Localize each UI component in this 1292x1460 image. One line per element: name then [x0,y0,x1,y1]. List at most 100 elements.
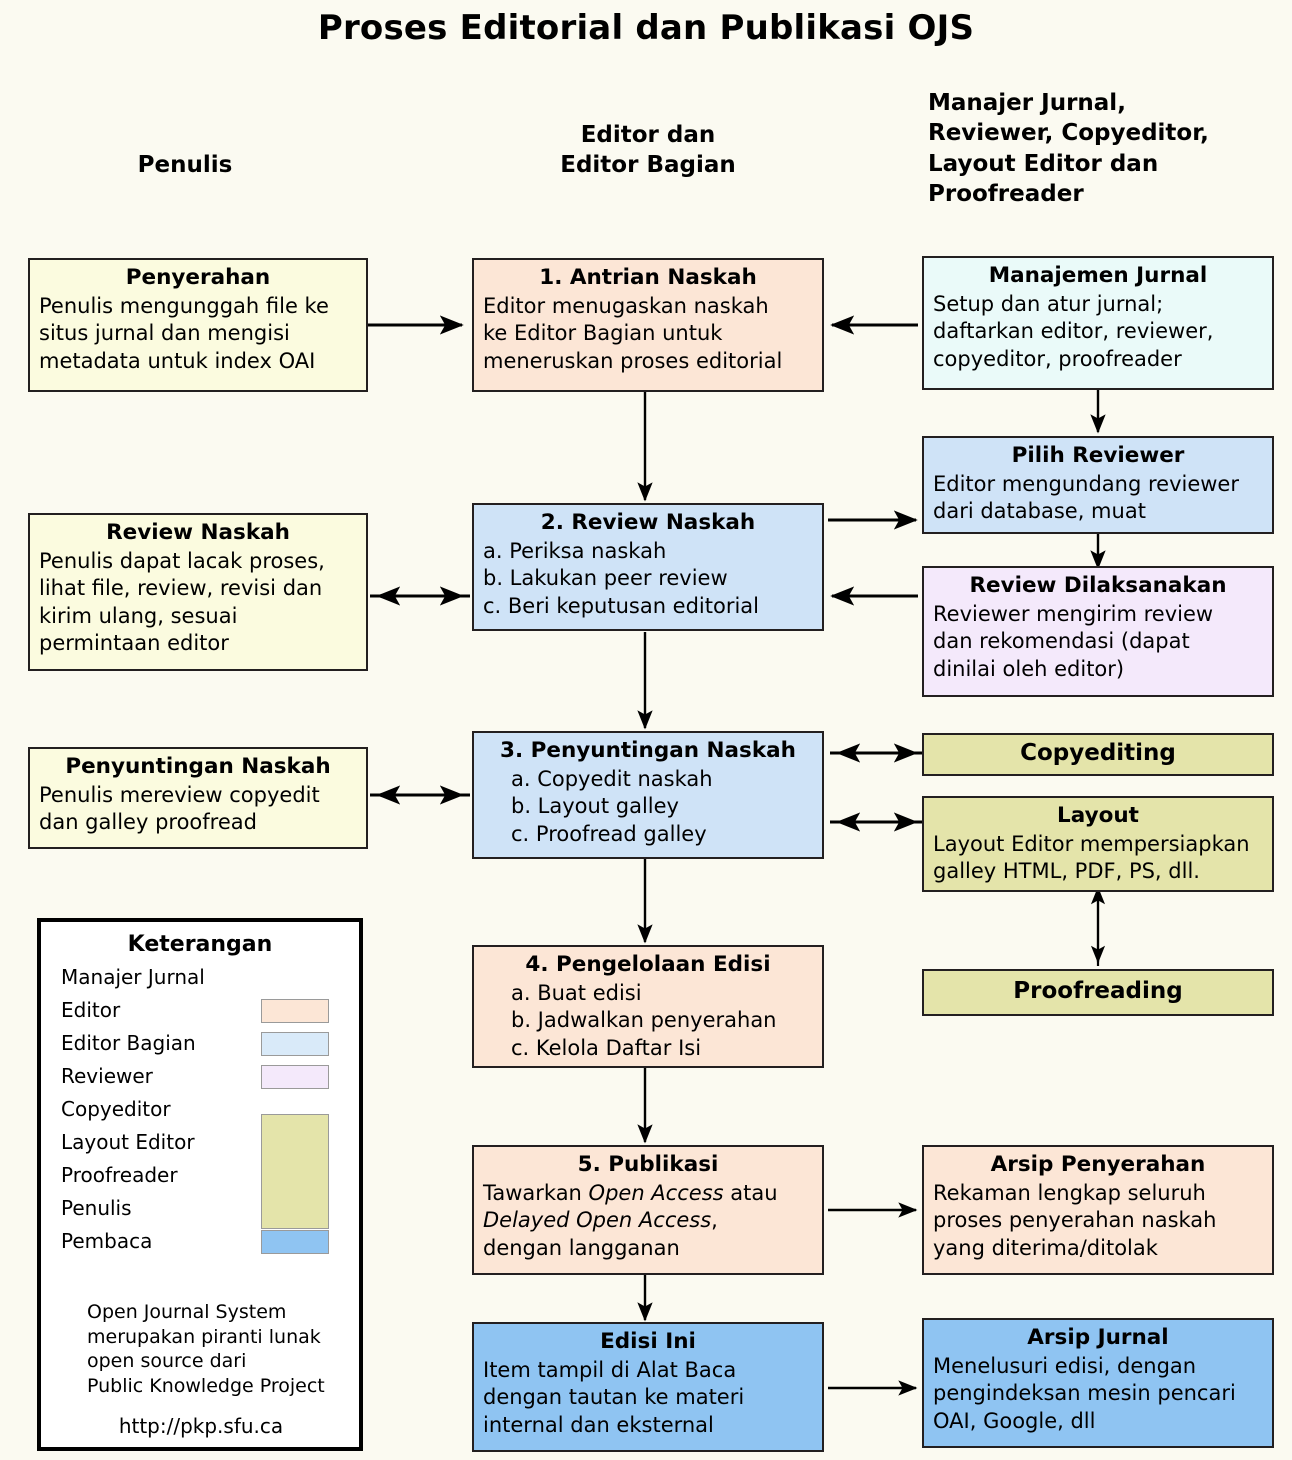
box-penyuntingan-naskah-penulis-line-1: Penulis mereview copyedit [39,782,320,807]
box-edisi-ini[interactable]: Edisi Ini Item tampil di Alat Baca denga… [472,1322,824,1452]
box-publikasi-title: 5. Publikasi [577,1152,719,1177]
box-penyerahan-line-1: Penulis mengunggah file ke [39,293,329,318]
legend-note: Open Journal System merupakan piranti lu… [87,1300,357,1399]
box-arsip-penyerahan[interactable]: Arsip Penyerahan Rekaman lengkap seluruh… [922,1145,1274,1275]
box-pilih-reviewer[interactable]: Pilih Reviewer Editor mengundang reviewe… [922,436,1274,534]
box-manajemen-jurnal-line-3: copyeditor, proofreader [933,346,1182,371]
legend-title: Keterangan [127,932,273,957]
box-review-dilaksanakan-line-3: dinilai oleh editor) [933,656,1125,681]
box-penyerahan-line-2: situs jurnal dan mengisi [39,321,290,346]
box-arsip-penyerahan-line-2: proses penyerahan naskah [933,1208,1217,1233]
box-arsip-penyerahan-line-1: Rekaman lengkap seluruh [933,1180,1206,1205]
legend-label-reviewer: Reviewer [61,1064,153,1088]
box-arsip-jurnal-line-2: pengindeksan mesin pencari [933,1381,1236,1406]
box-penyuntingan-naskah-line-1: a. Copyedit naskah [511,766,713,791]
box-antrian-naskah-line-2: ke Editor Bagian untuk [483,321,723,346]
legend-label-layout-editor: Layout Editor [61,1130,195,1154]
box-copyediting[interactable]: Copyediting [922,733,1274,776]
legend-note-line-2: merupakan piranti lunak [87,1325,321,1348]
box-copyediting-title: Copyediting [1020,739,1176,766]
box-review-dilaksanakan-title: Review Dilaksanakan [969,573,1227,598]
box-review-naskah-line-2: b. Lakukan peer review [483,566,728,591]
legend-label-copyeditor: Copyeditor [61,1097,171,1121]
legend-item-layout-editor: Layout Editor [41,1126,359,1159]
box-layout-title: Layout [1057,803,1139,828]
box-antrian-naskah-line-1: Editor menugaskan naskah [483,293,769,318]
box-review-naskah-title: 2. Review Naskah [540,510,756,535]
box-penyuntingan-naskah-line-2: b. Layout galley [511,794,679,819]
box-penyuntingan-naskah-penulis-title: Penyuntingan Naskah [65,754,331,779]
box-proofreading[interactable]: Proofreading [922,969,1274,1016]
legend-swatch-pembaca [261,1230,329,1254]
column-header-editor-line2: Editor Bagian [560,152,736,179]
legend-item-proofreader: Proofreader [41,1159,359,1192]
box-review-naskah-penulis-line-1: Penulis dapat lacak proses, [39,548,325,573]
column-header-manager-line1: Manajer Jurnal, [928,90,1126,116]
box-pilih-reviewer-line-1: Editor mengundang reviewer [933,471,1239,496]
box-layout-line-2: galley HTML, PDF, PS, dll. [933,859,1200,884]
box-review-naskah-line-1: a. Periksa naskah [483,538,667,563]
legend-label-manajer-jurnal: Manajer Jurnal [61,965,205,989]
box-manajemen-jurnal-line-1: Setup dan atur jurnal; [933,291,1164,316]
box-manajemen-jurnal-title: Manajemen Jurnal [988,263,1208,288]
page-title: Proses Editorial dan Publikasi OJS [317,8,975,48]
column-header-manager-line4: Proofreader [928,181,1084,208]
box-arsip-jurnal-line-3: OAI, Google, dll [933,1408,1096,1433]
legend-item-manajer-jurnal: Manajer Jurnal [41,961,359,994]
box-penyerahan[interactable]: Penyerahan Penulis mengunggah file ke si… [28,258,368,392]
box-review-naskah-penulis-line-4: permintaan editor [39,630,229,655]
box-publikasi-line-1: Tawarkan Open Access atau [483,1180,813,1207]
box-pengelolaan-edisi-line-2: b. Jadwalkan penyerahan [511,1008,777,1033]
box-proofreading-title: Proofreading [1013,977,1183,1004]
box-review-naskah-penulis[interactable]: Review Naskah Penulis dapat lacak proses… [28,513,368,671]
legend-label-pembaca: Pembaca [61,1229,153,1253]
legend-item-editor: Editor [41,994,359,1027]
legend-item-pembaca: Pembaca [41,1225,359,1258]
legend-panel: Keterangan Manajer Jurnal Editor Editor … [37,918,363,1451]
box-publikasi-open-access: Open Access [588,1180,724,1205]
legend-swatch-reviewer [261,1065,329,1089]
legend-note-line-4: Public Knowledge Project [87,1375,325,1398]
box-edisi-ini-line-2: dengan tautan ke materi [483,1385,745,1410]
legend-item-reviewer: Reviewer [41,1060,359,1093]
box-edisi-ini-line-3: internal dan eksternal [483,1412,714,1437]
box-review-naskah-penulis-line-3: kirim ulang, sesuai [39,603,238,628]
box-penyuntingan-naskah-title: 3. Penyuntingan Naskah [500,738,796,763]
box-arsip-penyerahan-line-3: yang diterima/ditolak [933,1235,1158,1260]
legend-label-editor: Editor [61,998,121,1022]
column-header-author: Penulis [60,150,310,180]
column-header-editor-line1: Editor dan [580,122,716,148]
legend-label-editor-bagian: Editor Bagian [61,1031,196,1055]
box-publikasi-line-1b: atau [723,1180,778,1205]
legend-url[interactable]: http://pkp.sfu.ca [118,1414,284,1438]
legend-label-proofreader: Proofreader [61,1163,178,1187]
box-review-dilaksanakan[interactable]: Review Dilaksanakan Reviewer mengirim re… [922,566,1274,697]
box-pengelolaan-edisi-title: 4. Pengelolaan Edisi [525,952,771,977]
box-publikasi-line-3: dengan langganan [483,1235,680,1260]
box-penyuntingan-naskah-penulis[interactable]: Penyuntingan Naskah Penulis mereview cop… [28,747,368,849]
box-antrian-naskah-line-3: meneruskan proses editorial [483,348,783,373]
box-penyerahan-line-3: metadata untuk index OAI [39,348,316,373]
box-publikasi-line-2: Delayed Open Access, [483,1207,813,1234]
box-review-dilaksanakan-line-1: Reviewer mengirim review [933,601,1214,626]
box-antrian-naskah-title: 1. Antrian Naskah [539,265,757,290]
legend-swatch-editor-bagian [261,1032,329,1056]
box-layout[interactable]: Layout Layout Editor mempersiapkan galle… [922,796,1274,892]
box-arsip-jurnal-line-1: Menelusuri edisi, dengan [933,1353,1197,1378]
box-publikasi[interactable]: 5. Publikasi Tawarkan Open Access atau D… [472,1145,824,1275]
legend-swatch-copyeditor-group [261,1114,329,1229]
box-arsip-jurnal[interactable]: Arsip Jurnal Menelusuri edisi, dengan pe… [922,1318,1274,1448]
box-penyuntingan-naskah[interactable]: 3. Penyuntingan Naskah a. Copyedit naska… [472,731,824,859]
box-review-naskah[interactable]: 2. Review Naskah a. Periksa naskah b. La… [472,503,824,631]
box-penyuntingan-naskah-line-3: c. Proofread galley [511,821,707,846]
box-arsip-penyerahan-title: Arsip Penyerahan [990,1152,1206,1177]
box-arsip-jurnal-title: Arsip Jurnal [1027,1325,1169,1350]
legend-item-copyeditor: Copyeditor [41,1093,359,1126]
box-manajemen-jurnal[interactable]: Manajemen Jurnal Setup dan atur jurnal; … [922,256,1274,390]
box-pilih-reviewer-title: Pilih Reviewer [1011,443,1185,468]
box-antrian-naskah[interactable]: 1. Antrian Naskah Editor menugaskan nask… [472,258,824,392]
box-pengelolaan-edisi[interactable]: 4. Pengelolaan Edisi a. Buat edisi b. Ja… [472,945,824,1068]
box-publikasi-delayed-open-access: Delayed Open Access [483,1208,712,1233]
column-header-author-label: Penulis [137,152,233,178]
